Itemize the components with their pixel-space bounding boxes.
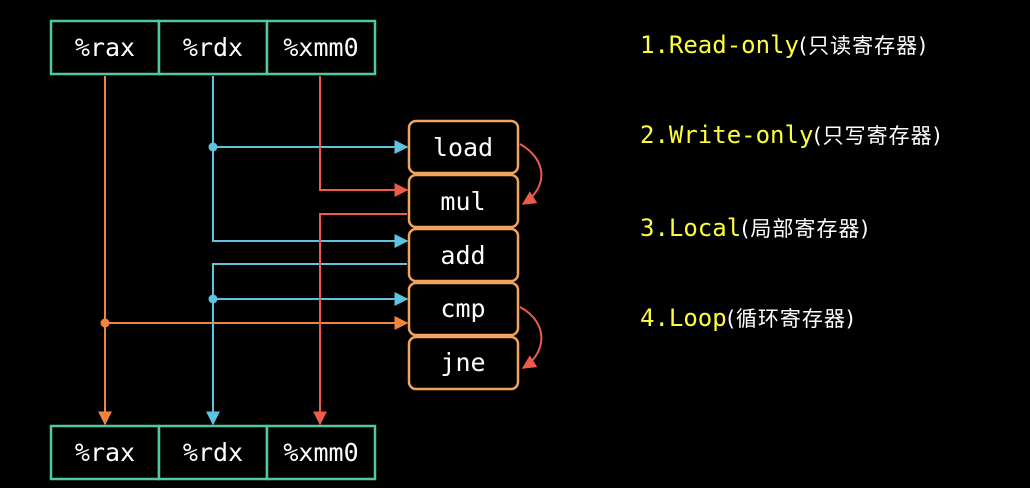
- op-label-mul: mul: [440, 187, 485, 216]
- register-label-xmm0-top: %xmm0: [283, 33, 358, 62]
- legend-label-write-only: 2.Write-only: [640, 121, 814, 149]
- register-label-rdx-top: %rdx: [183, 33, 243, 62]
- legend-item-loop: 4.Loop(循环寄存器): [640, 303, 855, 333]
- flow-lines: [98, 76, 543, 426]
- legend-note-local: (局部寄存器): [741, 217, 870, 241]
- legend-label-local: 3.Local: [640, 214, 742, 242]
- register-box-xmm0-bottom: [265, 424, 377, 481]
- register-label-rax-bottom: %rax: [75, 438, 135, 467]
- register-label-xmm0-bottom: %xmm0: [283, 438, 358, 467]
- op-box-load: [407, 119, 520, 175]
- legend-label-read-only: 1.Read-only: [640, 31, 799, 59]
- op-label-jne: jne: [440, 348, 485, 377]
- legend-note-read-only: (只读寄存器): [798, 34, 928, 58]
- register-label-rax-top: %rax: [75, 33, 135, 62]
- op-box-jne: [407, 335, 520, 391]
- legend-note-write-only: (只写寄存器): [813, 124, 942, 148]
- load-to-mul-curve: [519, 143, 543, 205]
- op-box-add: [407, 227, 520, 283]
- op-box-cmp: [407, 281, 520, 337]
- legend-item-read-only: 1.Read-only(只读寄存器): [640, 30, 927, 60]
- operation-column: load mul add cmp jne: [407, 119, 520, 391]
- rdx-read-path: [212, 76, 409, 248]
- rdx-write-path: [206, 263, 407, 426]
- top-register-row: %rax %rdx %xmm0: [49, 19, 377, 76]
- bottom-register-row: %rax %rdx %xmm0: [49, 424, 377, 481]
- op-label-cmp: cmp: [440, 294, 485, 323]
- legend-item-local: 3.Local(局部寄存器): [640, 213, 870, 243]
- register-box-rax-bottom: [49, 424, 161, 481]
- legend-item-write-only: 2.Write-only(只写寄存器): [640, 120, 942, 150]
- register-box-rax-top: [49, 19, 161, 76]
- register-box-xmm0-top: [265, 19, 377, 76]
- cmp-to-jne-curve: [519, 306, 543, 369]
- legend-label-loop: 4.Loop: [640, 304, 727, 332]
- register-box-rdx-bottom: [157, 424, 269, 481]
- rdx-junction-dot-bottom: [208, 294, 218, 304]
- legend-note-loop: (循环寄存器): [726, 307, 856, 331]
- xmm0-read-path: [319, 76, 409, 197]
- rdx-junction-dot-top: [208, 142, 218, 152]
- op-box-mul: [407, 173, 520, 229]
- xmm0-write-path: [313, 213, 407, 426]
- op-label-add: add: [440, 241, 485, 270]
- op-label-load: load: [433, 133, 493, 162]
- register-label-rdx-bottom: %rdx: [183, 438, 243, 467]
- rax-junction-dot: [100, 318, 110, 328]
